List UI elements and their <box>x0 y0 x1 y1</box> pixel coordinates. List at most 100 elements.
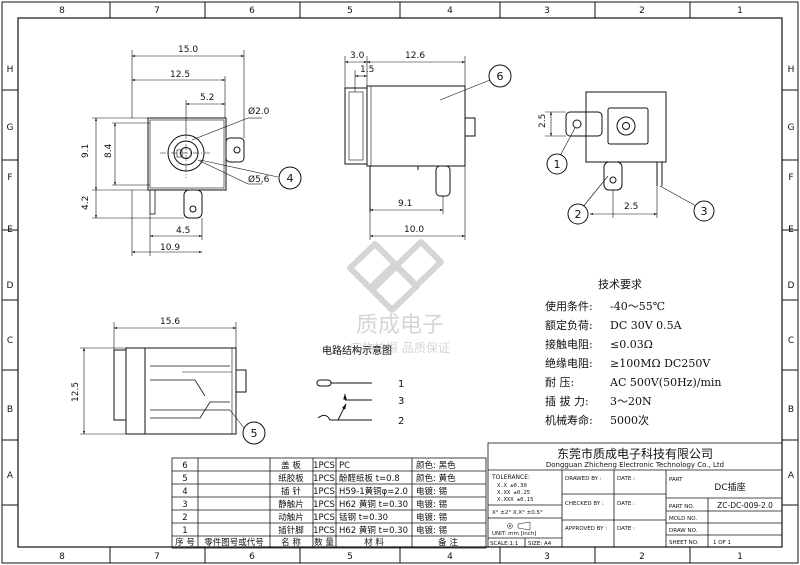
zone-top-6: 6 <box>249 6 255 16</box>
zone-top-7: 7 <box>154 6 160 16</box>
zone-top-1: 1 <box>737 6 743 16</box>
bom-qty-1: 1PCS <box>313 526 335 536</box>
projection-symbol <box>507 521 531 531</box>
callout-6: 6 <box>488 64 512 88</box>
dim-1-5: 1.5 <box>360 65 374 75</box>
bom-material-4: H59-1黄铜φ=2.0 <box>339 486 408 497</box>
circuit-title: 电路结构示意图 <box>322 344 392 357</box>
bom-name-1: 插针脚 <box>278 525 304 536</box>
bom-note-6: 颜色: 黑色 <box>416 460 456 471</box>
dim-5-2: 5.2 <box>200 93 214 103</box>
zone-top-4: 4 <box>447 6 453 16</box>
dim-12-5-v: 12.5 <box>71 382 81 402</box>
dim-12-5: 12.5 <box>170 70 190 80</box>
part-no: ZC-DC-009-2.0 <box>717 501 773 510</box>
zone-left-C: C <box>7 336 13 346</box>
callout-1-label: 1 <box>554 158 561 171</box>
scale-label: SCALE:1:1 <box>490 541 518 547</box>
tolerance-title: TOLERANCE: <box>491 474 530 481</box>
dim-12-6: 12.6 <box>405 51 425 61</box>
zone-top-3: 3 <box>544 6 550 16</box>
company-name-en: Dongguan Zhicheng Electronic Technology … <box>546 461 724 469</box>
bottom-view-dim-labels: 15.6 12.5 <box>71 317 180 402</box>
bom-table-grid <box>171 457 487 549</box>
callout-2: 2 <box>567 203 589 225</box>
zone-left-H: H <box>7 65 14 75</box>
bom-note-4: 电镀: 锡 <box>416 486 448 497</box>
bom-qty-3: 1PCS <box>313 500 335 510</box>
side-view-dim-labels: 3.0 12.6 1.5 9.1 10.0 <box>350 51 425 235</box>
zone-top-2: 2 <box>639 6 645 16</box>
circuit-pin-3: 3 <box>398 396 404 407</box>
bom-name-5: 纸胶板 <box>278 473 304 484</box>
bom-material-1: H62 黄铜 t=0.30 <box>339 525 408 536</box>
circuit-pin-2: 2 <box>398 416 404 427</box>
dim-2-5-h: 2.5 <box>624 202 638 212</box>
zone-bottom-2: 2 <box>639 552 645 562</box>
callout-5-label: 5 <box>251 427 258 440</box>
company-name-cn: 东莞市质成电子科技有限公司 <box>557 446 713 461</box>
dim-10-9: 10.9 <box>160 243 180 253</box>
req-label-5: 插 拔 力: <box>545 394 589 408</box>
zone-right-C: C <box>788 336 794 346</box>
bom-no-4: 4 <box>182 487 187 497</box>
zone-right-B: B <box>788 405 794 415</box>
req-value-2: ≤0.03Ω <box>610 338 653 351</box>
zone-bottom-5: 5 <box>347 552 353 562</box>
req-label-1: 额定负荷: <box>545 318 593 332</box>
zone-bottom-8: 8 <box>59 552 65 562</box>
title-block-grid <box>487 442 783 548</box>
part-no-label: PART NO. <box>669 504 694 510</box>
dim-3-0: 3.0 <box>350 51 365 61</box>
drawn-date-label: DATE : <box>617 476 635 482</box>
dim-8-4: 8.4 <box>104 143 114 158</box>
bom-name-2: 动触片 <box>278 512 304 523</box>
bom-no-3: 3 <box>182 500 187 510</box>
zone-bottom-7: 7 <box>154 552 160 562</box>
zone-right-F: F <box>788 173 793 183</box>
front-view-dims <box>92 50 279 256</box>
technical-requirements: 技术要求 使用条件: -40～55℃ 额定负荷: DC 30V 0.5A 接触电… <box>545 278 722 427</box>
checked-by-label: CHECKED BY : <box>565 501 604 507</box>
bom-name-3: 静触片 <box>278 499 304 510</box>
callout-2-label: 2 <box>575 208 582 221</box>
bom-name-6: 盖 板 <box>281 460 301 471</box>
bom-header-no: 序 号 <box>175 537 195 548</box>
bom-material-3: H62 黄铜 t=0.30 <box>339 499 408 510</box>
zone-left-A: A <box>7 471 14 481</box>
zone-right-G: G <box>788 123 795 133</box>
approved-date-label: DATE : <box>617 526 635 532</box>
sheet-no: 1 OF 1 <box>713 540 731 546</box>
bom-qty-5: 1PCS <box>313 474 335 484</box>
zone-left-G: G <box>7 123 14 133</box>
dim-15-6: 15.6 <box>160 317 180 327</box>
req-value-5: 3～20N <box>610 395 652 408</box>
bom-material-5: 酚醛纸板 t=0.8 <box>339 473 400 484</box>
dim-9-1: 9.1 <box>81 144 91 158</box>
zone-left-E: E <box>7 225 13 235</box>
sheet-no-label: SHEET NO. <box>669 540 699 546</box>
zone-right-H: H <box>788 65 795 75</box>
circuit-diagram: 电路结构示意图 1 3 2 <box>316 344 404 427</box>
requirements-title: 技术要求 <box>598 278 642 291</box>
bom-header-note: 备 注 <box>438 537 458 548</box>
callout-4: 4 <box>278 166 302 190</box>
req-label-3: 绝缘电阻: <box>545 356 593 370</box>
dim-10-0: 10.0 <box>404 225 424 235</box>
req-label-4: 耐 压: <box>545 376 574 389</box>
zone-bottom-1: 1 <box>737 552 743 562</box>
zone-right-E: E <box>788 225 794 235</box>
bom-qty-4: 1PCS <box>313 487 335 497</box>
bottom-view-dims <box>80 322 245 435</box>
req-label-6: 机械寿命: <box>545 413 593 427</box>
zone-bottom-3: 3 <box>544 552 550 562</box>
req-value-1: DC 30V 0.5A <box>610 319 683 332</box>
right-view-dim-labels: 2.5 2.5 <box>538 114 638 212</box>
callout-3-label: 3 <box>701 205 708 218</box>
bom-name-4: 插 针 <box>281 486 301 497</box>
bom-note-3: 电镀: 锡 <box>416 499 448 510</box>
unit-label: UNIT: mm [inch] <box>492 531 536 537</box>
part-name: DC插座 <box>714 481 745 493</box>
bom-note-2: 电镀: 锡 <box>416 512 448 523</box>
